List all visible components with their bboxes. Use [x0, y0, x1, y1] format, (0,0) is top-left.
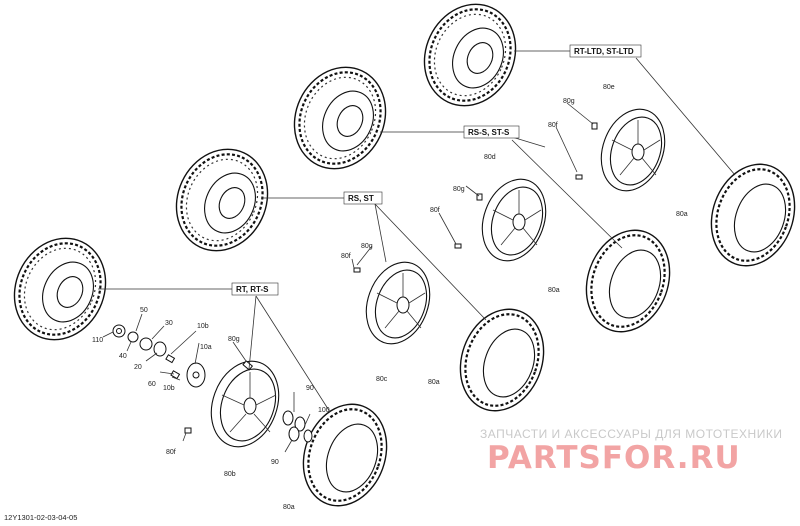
rim-80b	[210, 360, 280, 448]
callout-80g-rs-s: 80g	[453, 186, 465, 193]
tyre-80a-ltd	[710, 163, 796, 267]
group-label-rs: RS, ST	[343, 191, 383, 205]
callout-10b-top: 10b	[197, 323, 209, 330]
tyre-wheel-rt	[13, 237, 107, 341]
hub-parts	[112, 122, 598, 443]
rim-80e	[600, 108, 666, 192]
callout-60: 60	[148, 381, 156, 388]
tyre-80a-rs-s	[585, 229, 671, 333]
callout-80g-rt: 80g	[228, 336, 240, 343]
svg-text:RS, ST: RS, ST	[348, 194, 374, 203]
watermark-logo: PARTSFOR.RU	[487, 440, 741, 476]
callout-80f-rs-s: 80f	[430, 207, 440, 214]
callout-100: 100	[318, 407, 330, 414]
callout-80a-rs: 80a	[428, 379, 440, 386]
callout-30: 30	[165, 320, 173, 327]
svg-text:RT-LTD, ST-LTD: RT-LTD, ST-LTD	[574, 47, 634, 56]
svg-text:RT, RT-S: RT, RT-S	[236, 285, 269, 294]
tyre-80a-rs	[459, 308, 545, 412]
group-label-rs-s: RS-S, ST-S	[463, 125, 520, 139]
callout-80e: 80e	[603, 84, 615, 91]
callout-90-top: 90	[306, 385, 314, 392]
tyre-wheel-rs	[175, 148, 269, 252]
callout-80b: 80b	[224, 471, 236, 478]
group-label-rt: RT, RT-S	[231, 282, 279, 296]
callout-10a: 10a	[200, 344, 212, 351]
callout-80a-ltd: 80a	[676, 211, 688, 218]
callout-20: 20	[134, 364, 142, 371]
callout-80f-rs: 80f	[341, 253, 351, 260]
group-label-rt-ltd: RT-LTD, ST-LTD	[569, 44, 642, 58]
svg-text:RS-S, ST-S: RS-S, ST-S	[468, 128, 510, 137]
part-callouts: 110 50 30 40 20 60 10b 10a 10b 80g 80b 8…	[92, 84, 688, 511]
callout-80f-ltd: 80f	[548, 122, 558, 129]
rim-80d	[481, 178, 547, 262]
leader-lines	[98, 50, 736, 453]
tyre-80a-rt	[302, 403, 388, 507]
callout-80g-ltd: 80g	[563, 98, 575, 105]
rim-80c	[365, 261, 431, 345]
callout-80g-rs: 80g	[361, 243, 373, 250]
callout-80a-rt: 80a	[283, 504, 295, 511]
callout-90-bottom: 90	[271, 459, 279, 466]
tyre-wheel-rt-ltd	[423, 3, 517, 107]
callout-80c: 80c	[376, 376, 388, 383]
document-id: 12Y1301-02-03-04-05	[4, 513, 78, 522]
watermark-tagline: ЗАПЧАСТИ И АКСЕССУАРЫ ДЛЯ МОТОТЕХНИКИ	[480, 427, 783, 441]
callout-50: 50	[140, 307, 148, 314]
callout-110: 110	[92, 337, 103, 344]
callout-40: 40	[119, 353, 127, 360]
tyre-wheel-rs-s	[293, 66, 387, 170]
callout-80a-rs-s: 80a	[548, 287, 560, 294]
callout-80f-rt: 80f	[166, 449, 176, 456]
callout-80d: 80d	[484, 154, 496, 161]
callout-10b-bottom: 10b	[163, 385, 175, 392]
